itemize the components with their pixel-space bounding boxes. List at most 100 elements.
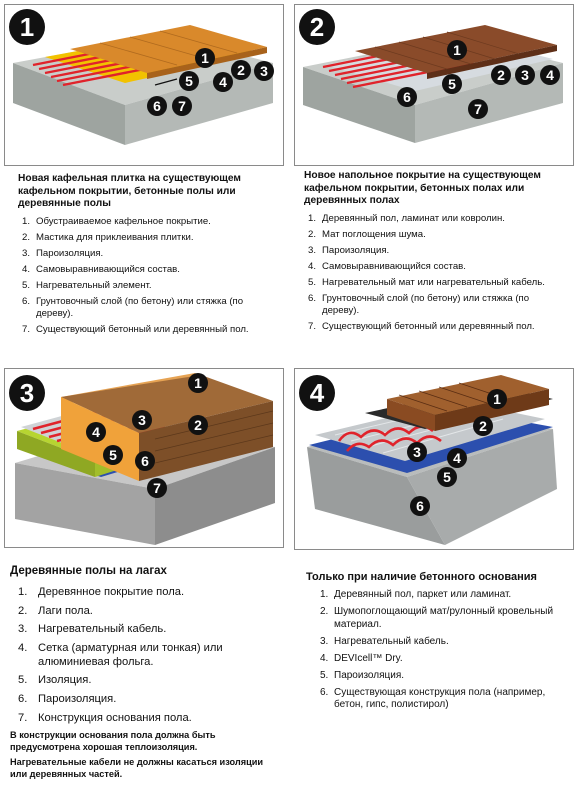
svg-text:5: 5 [109, 447, 117, 463]
svg-text:3: 3 [260, 63, 268, 79]
list-item: 2.Шумопоглощающий мат/рулонный кровельны… [320, 606, 554, 630]
number-badge-icon: 3 [407, 442, 427, 462]
list-item: 5.Изоляция. [18, 674, 92, 687]
panel-1: 1 1 2 3 4 5 6 7 [4, 4, 284, 166]
svg-text:1: 1 [493, 391, 501, 407]
number-badge-icon: 3 [515, 65, 535, 85]
note-cable-contact: Нагревательные кабели не должны касаться… [10, 757, 264, 779]
svg-text:7: 7 [178, 98, 186, 114]
panel-2-title: Новое напольное покрытие на существующем… [304, 170, 541, 206]
svg-text:6: 6 [416, 498, 424, 514]
panel-3-description: Деревянные полы на лагах 1.Деревянное по… [10, 564, 282, 780]
svg-text:1: 1 [201, 50, 209, 66]
panel-2: 2 1 2 3 4 5 6 7 [294, 4, 574, 166]
panel-number-badge: 2 [299, 9, 335, 45]
svg-text:2: 2 [237, 62, 245, 78]
list-item: 5.Пароизоляция. [320, 669, 405, 681]
list-item: 4.DEVIcell™ Dry. [320, 652, 403, 664]
panel-1-description: Новая кафельная плитка на существующем к… [18, 173, 280, 341]
panel-2-description: Новое напольное покрытие на существующем… [304, 170, 568, 338]
list-item: 7.Существующий бетонный или деревянный п… [308, 321, 535, 333]
panel-number-badge: 4 [299, 375, 335, 411]
number-badge-icon: 2 [188, 415, 208, 435]
list-item: 1.Деревянный пол, ламинат или ковролин. [308, 212, 505, 224]
number-badge-icon: 4 [540, 65, 560, 85]
list-item: 3.Нагревательный кабель. [320, 635, 449, 647]
panel-2-list: 1.Деревянный пол, ламинат или ковролин. … [304, 213, 568, 334]
list-item: 6.Грунтовочный слой (по бетону) или стяж… [22, 296, 244, 320]
list-item: 4.Самовыравнивающийся состав. [22, 264, 180, 276]
svg-text:1: 1 [194, 375, 202, 391]
number-badge-icon: 7 [468, 99, 488, 119]
number-badge-icon: 5 [179, 71, 199, 91]
number-badge-icon: 4 [213, 72, 233, 92]
number-badge-icon: 5 [103, 445, 123, 465]
panel-1-list: 1.Обустраиваемое кафельное покрытие. 2.М… [18, 216, 280, 337]
number-badge-icon: 2 [491, 65, 511, 85]
list-item: 2.Мастика для приклеивания плитки. [22, 231, 194, 243]
panel-3: 3 1 2 3 4 5 6 7 [4, 368, 284, 548]
layer-labels: 1 2 3 4 5 6 7 [86, 373, 208, 498]
panel-3-title: Деревянные полы на лагах [10, 565, 167, 577]
svg-text:6: 6 [141, 453, 149, 469]
number-badge-icon: 2 [473, 416, 493, 436]
layer-labels: 1 2 3 4 5 6 [407, 389, 507, 516]
layer-labels: 1 2 3 4 5 6 7 [397, 40, 560, 119]
number-badge-icon: 6 [410, 496, 430, 516]
panel-4-list: 1.Деревянный пол, паркет или ламинат. 2.… [306, 589, 572, 712]
number-badge-icon: 4 [86, 422, 106, 442]
list-item: 1.Деревянный пол, паркет или ламинат. [320, 589, 512, 600]
list-item: 7.Существующий бетонный или деревянный п… [22, 324, 249, 336]
svg-text:4: 4 [219, 74, 227, 90]
number-badge-icon: 4 [447, 448, 467, 468]
panel-4-title: Только при наличие бетонного основания [306, 571, 537, 583]
svg-text:4: 4 [453, 450, 461, 466]
svg-text:3: 3 [138, 412, 146, 428]
list-item: 2.Лаги пола. [18, 604, 93, 617]
svg-text:6: 6 [403, 89, 411, 105]
number-badge-icon: 2 [231, 60, 251, 80]
number-badge-icon: 3 [132, 410, 152, 430]
svg-text:5: 5 [448, 76, 456, 92]
list-item: 3.Нагревательный кабель. [18, 623, 167, 636]
panel-number-badge: 1 [9, 9, 45, 45]
svg-text:5: 5 [443, 469, 451, 485]
list-item: 1.Обустраиваемое кафельное покрытие. [22, 215, 211, 227]
svg-text:4: 4 [92, 424, 100, 440]
panel-4: 4 1 2 3 4 5 6 [294, 368, 574, 550]
svg-text:2: 2 [479, 418, 487, 434]
list-item: 5.Нагревательный мат или нагревательный … [308, 277, 545, 289]
panel-4-description: Только при наличие бетонного основания 1… [306, 570, 572, 716]
number-badge-icon: 3 [254, 61, 274, 81]
list-item: 7.Конструкция основания пола. [18, 711, 192, 724]
number-badge-icon: 1 [195, 48, 215, 68]
list-item: 5.Нагревательный элемент. [22, 280, 152, 292]
number-badge-icon: 6 [135, 451, 155, 471]
svg-text:2: 2 [194, 417, 202, 433]
list-item: 4.Самовыравнивающийся состав. [308, 261, 466, 273]
svg-text:3: 3 [521, 67, 529, 83]
svg-text:3: 3 [413, 444, 421, 460]
panel-3-list: 1.Деревянное покрытие пола. 2.Лаги пола.… [10, 586, 282, 725]
svg-text:6: 6 [153, 98, 161, 114]
number-badge-icon: 5 [442, 74, 462, 94]
number-badge-icon: 6 [147, 96, 167, 116]
svg-text:7: 7 [153, 480, 161, 496]
layer-labels: 1 2 3 4 5 6 7 [147, 48, 274, 116]
list-item: 6.Пароизоляция. [18, 692, 117, 705]
number-badge-icon: 7 [172, 96, 192, 116]
note-insulation: В конструкции основания пола должна быть… [10, 730, 216, 752]
svg-text:1: 1 [453, 42, 461, 58]
list-item: 3.Пароизоляция. [22, 247, 104, 259]
svg-text:2: 2 [497, 67, 505, 83]
svg-text:7: 7 [474, 101, 482, 117]
list-item: 1.Деревянное покрытие пола. [18, 586, 185, 598]
list-item: 2.Мат поглощения шума. [308, 228, 426, 240]
number-badge-icon: 1 [487, 389, 507, 409]
list-item: 3.Пароизоляция. [308, 244, 390, 256]
number-badge-icon: 5 [437, 467, 457, 487]
panel-1-title: Новая кафельная плитка на существующем к… [18, 173, 241, 209]
number-badge-icon: 7 [147, 478, 167, 498]
number-badge-icon: 1 [188, 373, 208, 393]
svg-text:5: 5 [185, 73, 193, 89]
